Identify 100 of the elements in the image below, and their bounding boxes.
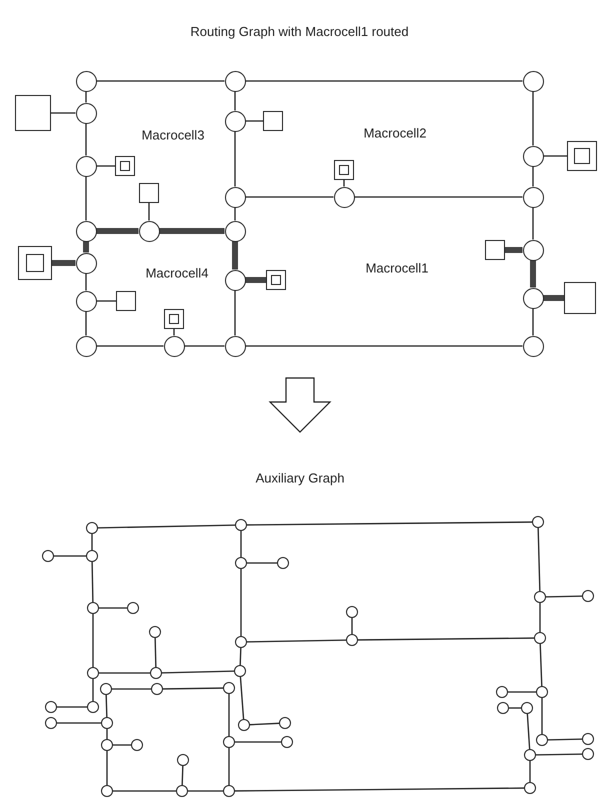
graph-vertex <box>177 754 189 766</box>
graph-vertex <box>138 220 160 242</box>
graph-vertex <box>235 519 247 531</box>
graph-vertex <box>87 667 99 679</box>
graph-vertex <box>76 70 96 92</box>
graph-vertex <box>582 748 594 760</box>
graph-edge <box>85 274 87 290</box>
graph-vertex <box>522 186 544 208</box>
graph-vertex <box>534 632 546 644</box>
graph-edge <box>113 744 131 746</box>
routed-wire <box>246 277 266 283</box>
pin-terminal <box>18 246 52 280</box>
graph-vertex <box>87 602 99 614</box>
routed-wire <box>505 247 522 253</box>
graph-vertex <box>100 683 112 695</box>
pin-terminal <box>115 156 135 176</box>
graph-edge <box>240 676 244 720</box>
graph-edge <box>358 637 534 641</box>
graph-vertex <box>149 626 161 638</box>
graph-edge <box>250 722 280 726</box>
graph-vertex <box>281 736 293 748</box>
macrocell-label: Macrocell2 <box>364 124 426 142</box>
graph-vertex <box>87 701 99 713</box>
routed-wire <box>544 295 564 301</box>
graph-edge <box>112 688 151 690</box>
macrocell-label: Macrocell1 <box>366 259 428 278</box>
graph-vertex <box>224 336 246 356</box>
graph-edge <box>536 753 582 756</box>
graph-vertex <box>235 636 247 648</box>
graph-vertex <box>234 665 246 677</box>
graph-vertex <box>524 749 536 761</box>
macrocell-label: Macrocell3 <box>142 126 204 144</box>
routed-wire <box>530 260 536 288</box>
graph-vertex <box>76 290 96 312</box>
graph-edge <box>529 761 531 782</box>
graph-edge <box>540 644 542 686</box>
graph-vertex <box>150 667 162 679</box>
graph-vertex <box>223 736 235 748</box>
graph-vertex <box>164 336 184 356</box>
graph-edge <box>247 521 532 526</box>
graph-edge <box>57 722 101 724</box>
graph-edge <box>234 92 236 110</box>
graph-edge <box>228 748 230 785</box>
graph-vertex <box>277 557 289 569</box>
pin-terminal <box>164 309 184 329</box>
graph-edge <box>113 790 176 792</box>
terminal-box <box>485 240 505 260</box>
graph-edge <box>96 345 164 347</box>
graph-edge <box>96 300 116 302</box>
graph-vertex <box>76 156 96 176</box>
graph-edge <box>246 120 263 122</box>
graph-edge <box>508 691 536 693</box>
graph-vertex <box>224 186 246 208</box>
graph-edge <box>351 618 353 634</box>
graph-vertex <box>532 516 544 528</box>
graph-edge <box>106 694 108 718</box>
routed-wire <box>232 242 238 270</box>
graph-edge <box>54 555 86 557</box>
graph-vertex <box>224 220 246 242</box>
graph-edge <box>162 670 234 674</box>
graph-edge <box>544 155 567 157</box>
graph-edge <box>234 132 236 186</box>
graph-vertex <box>536 734 548 746</box>
graph-edge <box>541 698 543 734</box>
graph-vertex <box>45 717 57 729</box>
graph-vertex <box>496 686 508 698</box>
graph-vertex <box>534 591 546 603</box>
graph-vertex <box>346 634 358 646</box>
terminal-box <box>564 282 596 314</box>
graph-edge <box>99 607 127 609</box>
terminal-box <box>263 111 283 131</box>
graph-vertex <box>176 785 188 797</box>
graph-vertex <box>101 717 113 729</box>
graph-edge <box>154 638 156 668</box>
graph-vertex <box>346 606 358 618</box>
graph-vertex <box>131 739 143 751</box>
graph-vertex <box>76 220 96 242</box>
graph-vertex <box>224 70 246 92</box>
graph-vertex <box>224 270 246 290</box>
graph-vertex <box>521 702 533 714</box>
graph-vertex <box>582 733 594 745</box>
macrocell-label: Macrocell4 <box>146 264 208 282</box>
terminal-box <box>116 291 136 311</box>
graph-edge <box>85 92 87 102</box>
graph-vertex <box>223 682 235 694</box>
graph-edge <box>240 531 242 557</box>
graph-edge <box>106 751 108 785</box>
graph-vertex <box>42 550 54 562</box>
graph-vertex <box>279 717 291 729</box>
graph-edge <box>96 80 224 82</box>
graph-edge <box>228 694 230 736</box>
graph-vertex <box>45 701 57 713</box>
graph-edge <box>91 562 94 602</box>
graph-edge <box>532 92 534 146</box>
routed-wire <box>160 228 224 234</box>
graph-vertex <box>536 686 548 698</box>
graph-vertex <box>522 240 544 260</box>
graph-vertex <box>76 102 96 124</box>
graph-title: Auxiliary Graph <box>256 469 344 488</box>
graph-edge <box>98 524 236 529</box>
